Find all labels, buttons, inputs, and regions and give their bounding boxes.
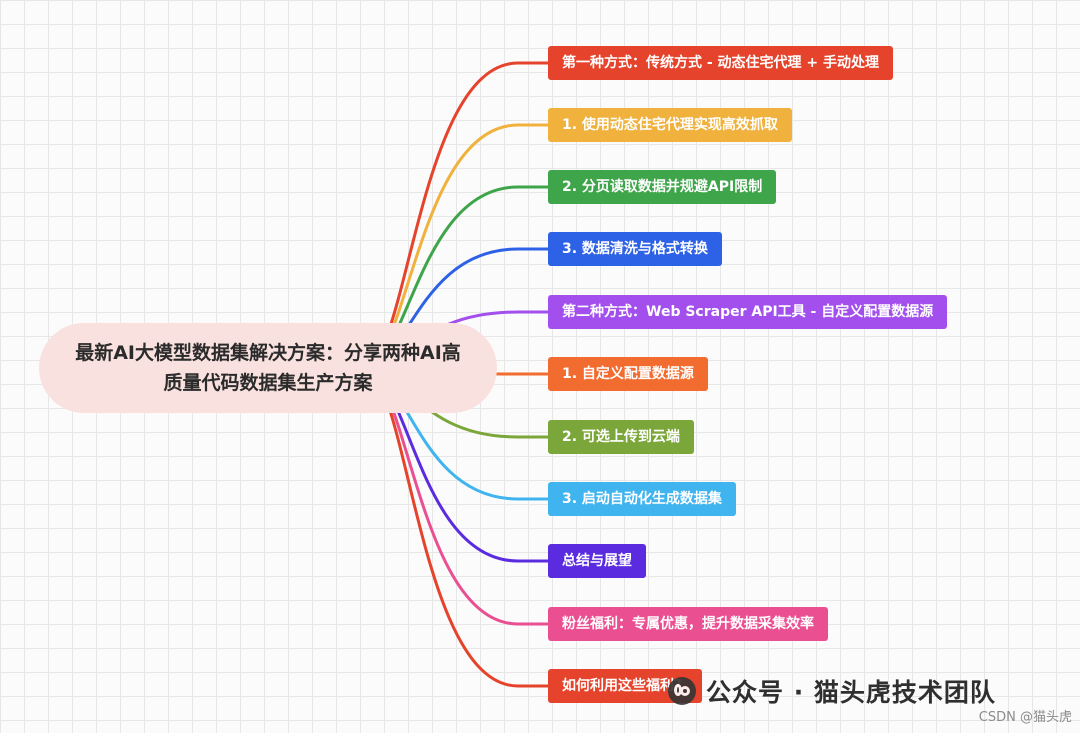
branch-method-2-step-1[interactable]: 1. 自定义配置数据源 [548,357,708,391]
watermark: 公众号 · 猫头虎技术团队 [668,671,996,711]
branch-method-2-web-scraper[interactable]: 第二种方式：Web Scraper API工具 - 自定义配置数据源 [548,295,948,329]
central-topic-line-1: 最新AI大模型数据集解决方案：分享两种AI高 [75,342,461,364]
branch-method-2-step-2[interactable]: 2. 可选上传到云端 [548,420,694,454]
wechat-icon [668,677,696,705]
branch-method-1-step-3[interactable]: 3. 数据清洗与格式转换 [548,232,722,266]
watermark-text: 公众号 · 猫头虎技术团队 [706,678,996,707]
central-topic-line-2: 质量代码数据集生产方案 [163,372,373,394]
central-topic[interactable]: 最新AI大模型数据集解决方案：分享两种AI高 质量代码数据集生产方案 [39,323,497,413]
branch-method-1-step-2[interactable]: 2. 分页读取数据并规避API限制 [548,170,777,204]
branch-method-1-step-1[interactable]: 1. 使用动态住宅代理实现高效抓取 [548,108,792,142]
connector-line-11 [361,366,550,688]
source-credit: CSDN @猫头虎 [978,710,1072,725]
branch-summary[interactable]: 总结与展望 [548,544,646,578]
branch-method-1-traditional[interactable]: 第一种方式：传统方式 - 动态住宅代理 + 手动处理 [548,46,894,80]
branch-method-2-step-3[interactable]: 3. 启动自动化生成数据集 [548,482,736,516]
branch-fan-benefits[interactable]: 粉丝福利：专属优惠，提升数据采集效率 [548,607,828,641]
